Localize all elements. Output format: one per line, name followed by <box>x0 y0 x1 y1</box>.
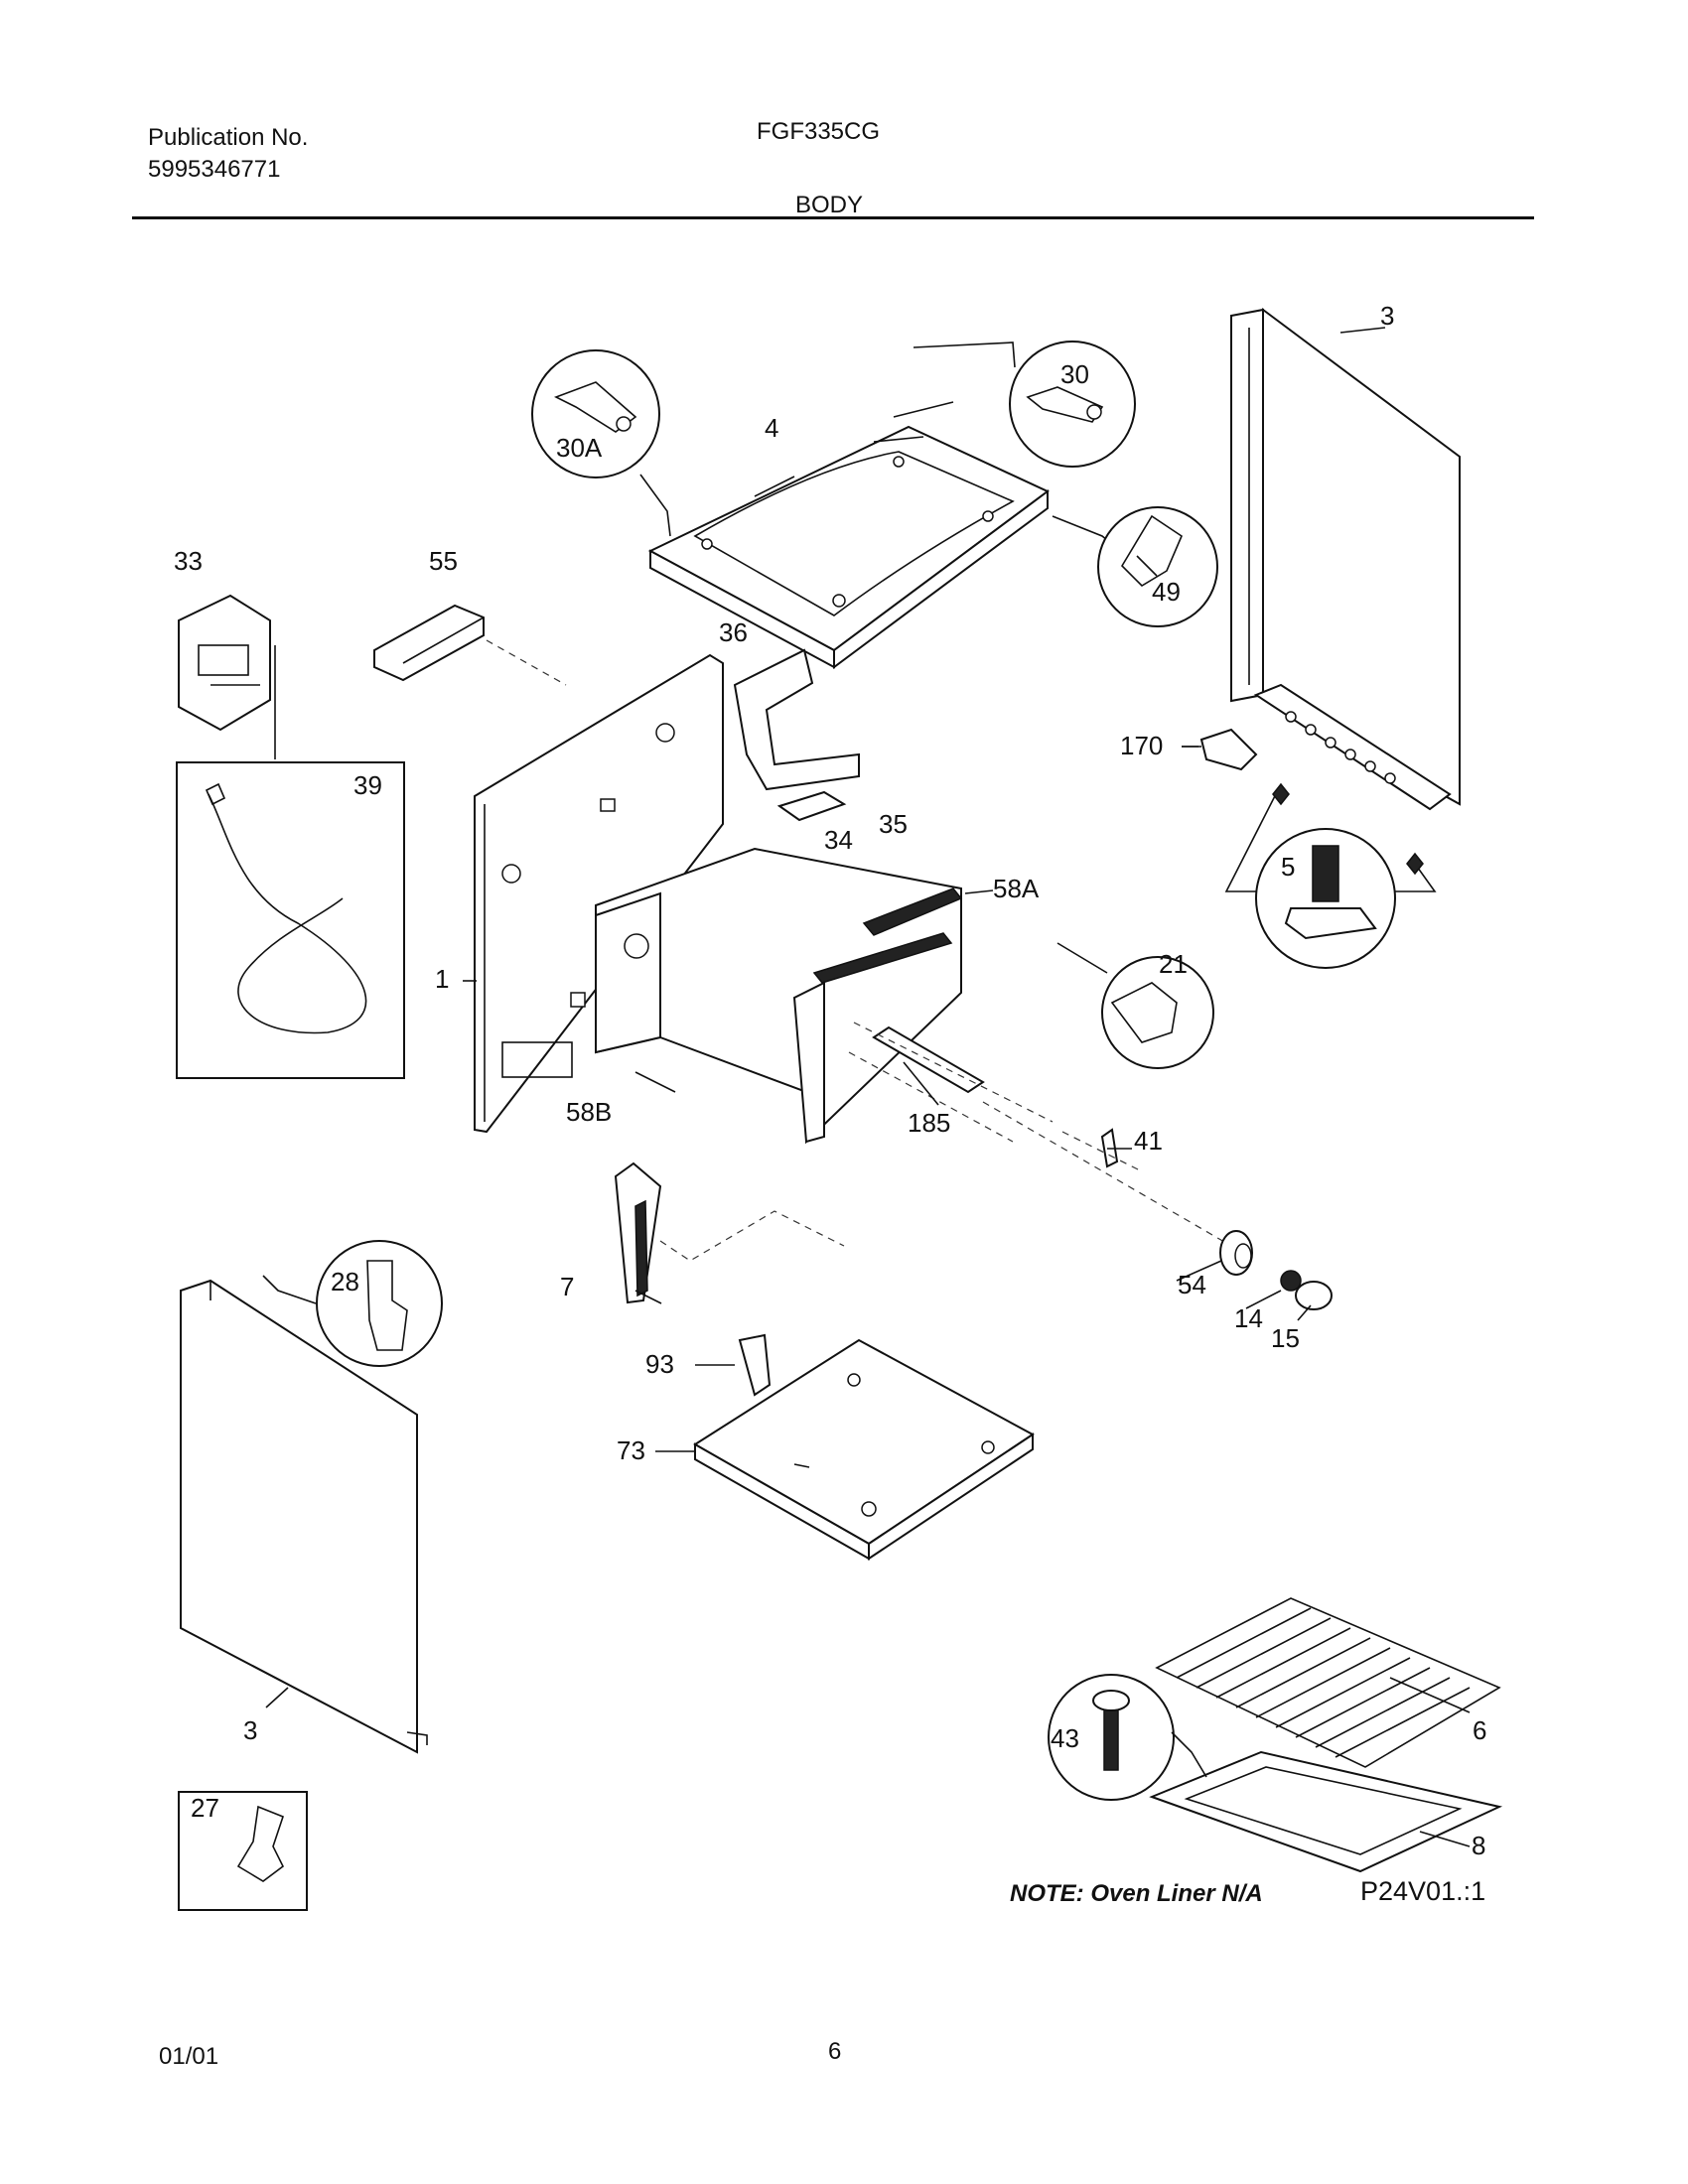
callout-label: 30 <box>1060 359 1089 389</box>
oven-liner-assembly <box>595 847 963 1145</box>
part-6-oven-rack <box>1155 1597 1501 1768</box>
part-4-top-panel <box>647 401 1050 669</box>
detail-43-circle <box>1048 1674 1207 1801</box>
part-35-plate <box>776 790 847 822</box>
callout-label: 8 <box>1472 1831 1485 1860</box>
callout-label: 6 <box>1473 1715 1486 1745</box>
part-36-flue-bracket <box>733 648 860 791</box>
callout-label: 39 <box>353 770 382 800</box>
callout-label: 14 <box>1234 1303 1263 1333</box>
callout-label: 41 <box>1134 1126 1163 1156</box>
part-3-right-side-panel <box>1230 308 1461 811</box>
detail-28-circle <box>262 1240 443 1367</box>
callout-label: 15 <box>1271 1323 1300 1353</box>
part-73-bottom-panel <box>693 1338 1035 1561</box>
callout-label: 43 <box>1051 1723 1079 1753</box>
callout-label: 5 <box>1281 852 1295 882</box>
figure-code: P24V01.:1 <box>1360 1876 1486 1906</box>
callout-label: 93 <box>645 1349 674 1379</box>
header-rule <box>132 216 1534 219</box>
part-27-box <box>178 1791 308 1911</box>
oven-liner-note: NOTE: Oven Liner N/A <box>1010 1880 1263 1907</box>
part-185-tube <box>848 1022 1054 1143</box>
callout-label: 36 <box>719 617 748 647</box>
publication-number: 5995346771 <box>148 156 281 183</box>
callout-label: 55 <box>429 546 458 576</box>
callout-label: 58A <box>993 874 1040 903</box>
callout-label: 4 <box>765 413 778 443</box>
model-number: FGF335CG <box>757 118 881 145</box>
part-33-bracket <box>178 594 276 759</box>
publication-label: Publication No. <box>148 124 309 151</box>
part-14-lamp-ring <box>1280 1270 1302 1292</box>
callout-label: 54 <box>1178 1270 1206 1299</box>
page-number: 6 <box>828 2038 842 2065</box>
detail-5-leveling-leg <box>1224 782 1437 969</box>
part-170-bracket <box>1199 728 1258 771</box>
section-title: BODY <box>795 192 864 218</box>
callout-label: 35 <box>879 809 908 839</box>
callout-label: 34 <box>824 825 853 855</box>
callout-label: 21 <box>1159 949 1188 979</box>
callout-label: 27 <box>191 1793 219 1823</box>
part-7-hinge <box>614 1161 845 1304</box>
part-54-lamp-socket <box>1219 1230 1253 1276</box>
footer-date: 01/01 <box>159 2043 219 2070</box>
callout-label: 28 <box>331 1267 359 1297</box>
part-55-bracket <box>373 604 485 682</box>
part-39-power-cord <box>176 761 405 1079</box>
part-41-clip <box>1061 1128 1143 1172</box>
callout-label: 1 <box>435 964 449 994</box>
detail-49-circle <box>1097 506 1218 627</box>
callout-label: 3 <box>1380 301 1394 331</box>
part-93-bracket <box>738 1333 772 1397</box>
part-15-lamp-bulb <box>1295 1281 1333 1310</box>
callout-label: 185 <box>908 1108 950 1138</box>
part-3-left-side-panel <box>180 1279 428 1754</box>
part-8-broil-pan <box>1149 1750 1503 1873</box>
callout-label: 73 <box>617 1435 645 1465</box>
detail-30A-circle <box>531 349 660 478</box>
callout-label: 33 <box>174 546 203 576</box>
detail-21-circle <box>1056 942 1214 1069</box>
callout-label: 30A <box>556 433 603 463</box>
callout-label: 49 <box>1152 577 1181 607</box>
callout-label: 3 <box>243 1715 257 1745</box>
callout-label: 170 <box>1120 731 1163 760</box>
detail-30-circle <box>1009 341 1136 468</box>
callout-label: 58B <box>566 1097 612 1127</box>
callout-label: 7 <box>560 1272 574 1301</box>
part-1-back-panel <box>474 653 724 1134</box>
